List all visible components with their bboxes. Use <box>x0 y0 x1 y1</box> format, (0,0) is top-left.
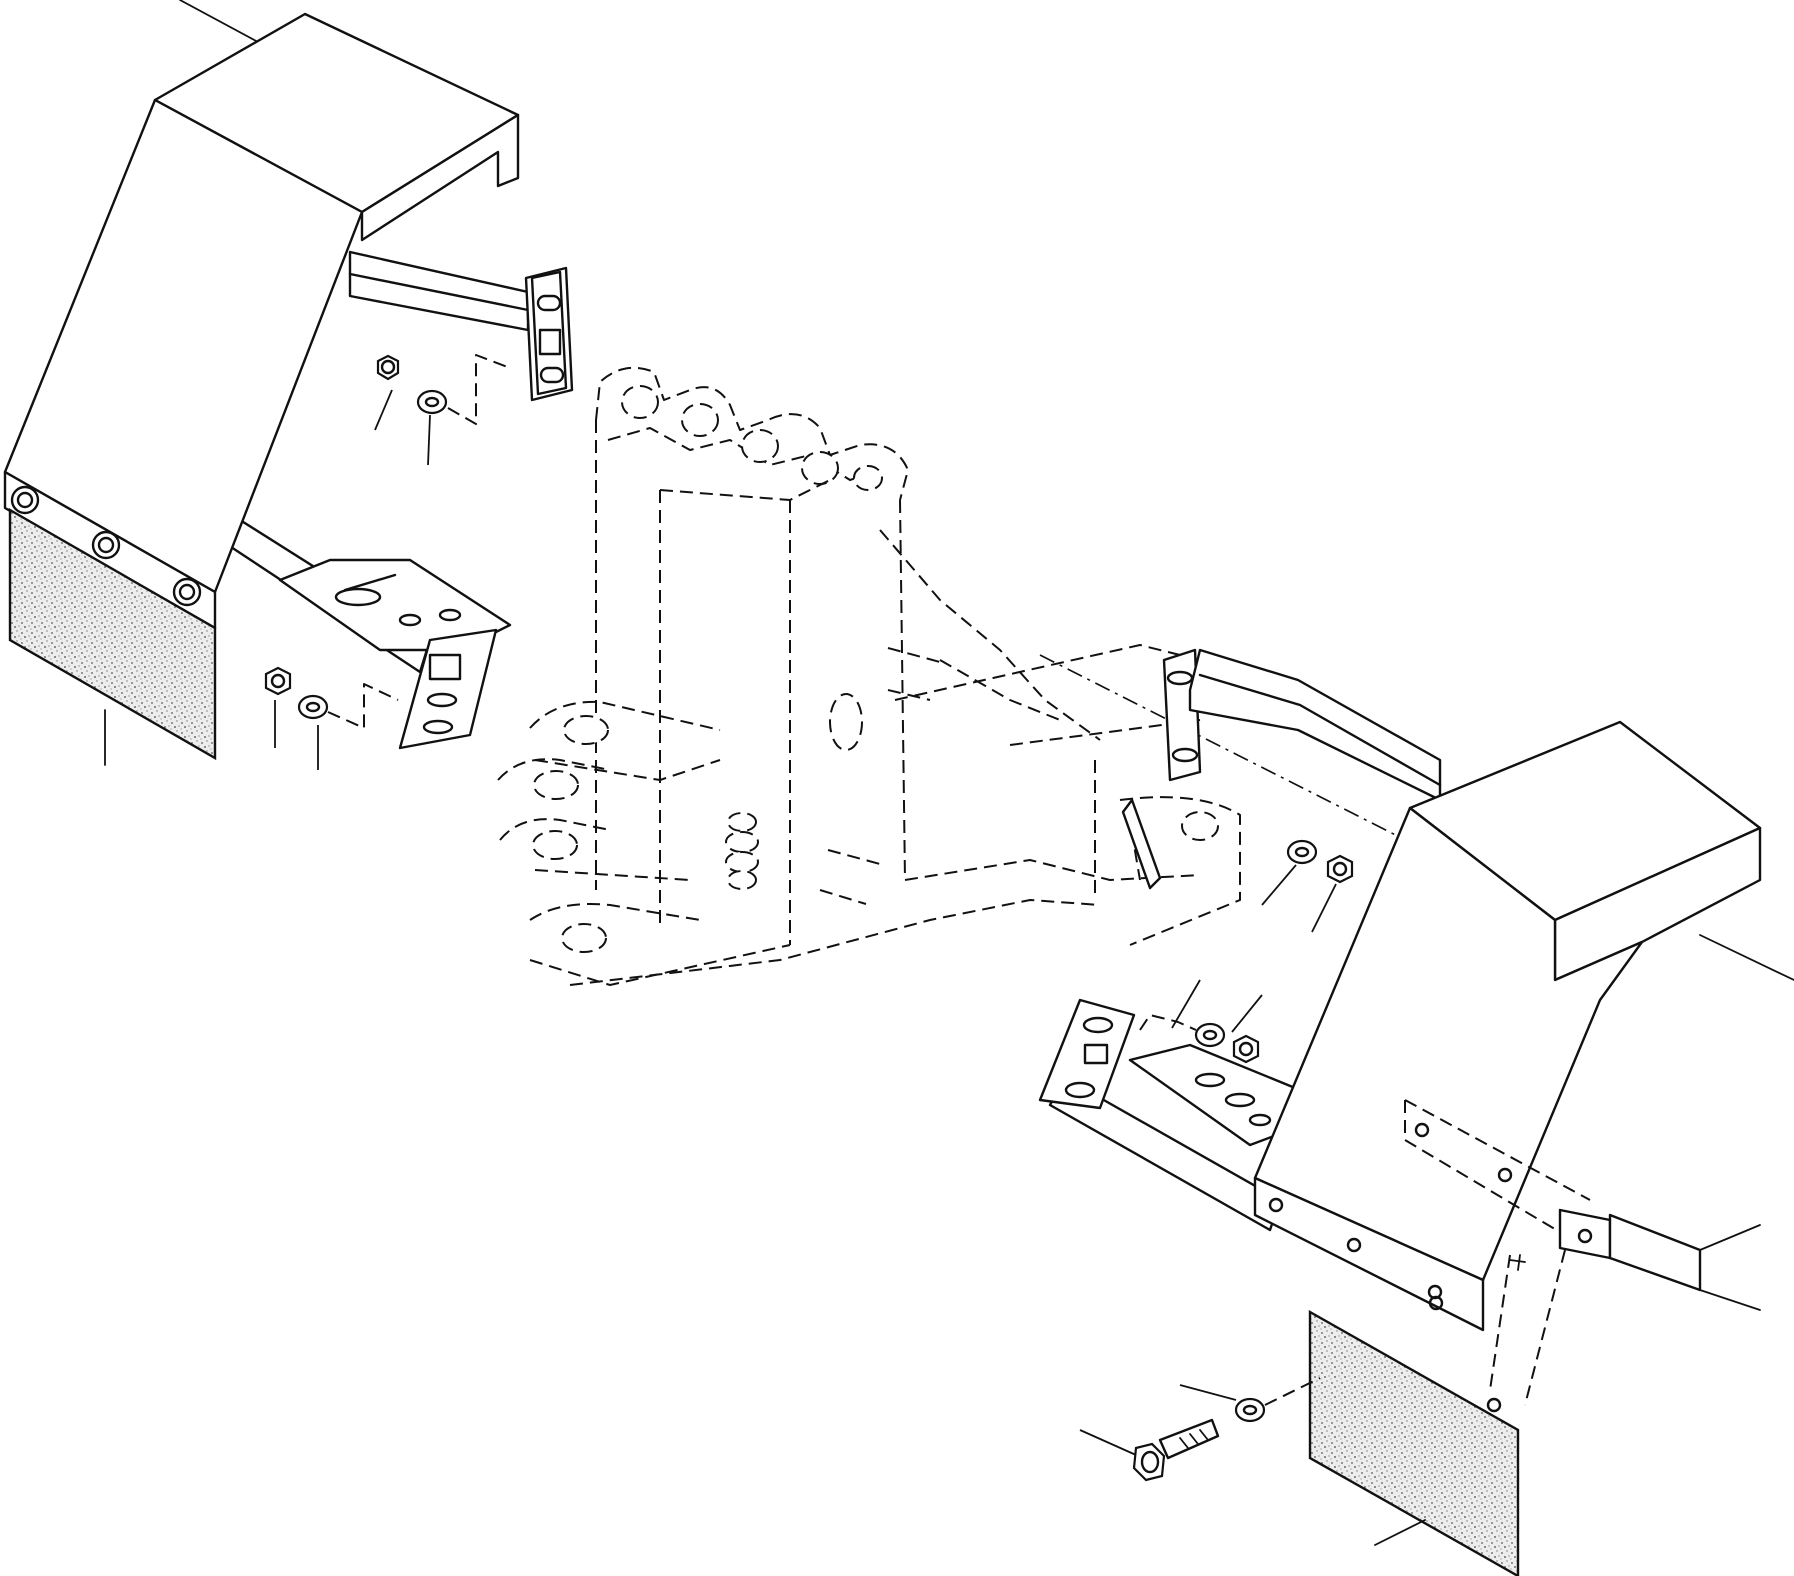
mud-flap-left <box>8 507 217 761</box>
right-mudguard-assembly <box>1038 648 1794 1576</box>
leader-line-left-top <box>179 0 259 43</box>
mud-flap-right <box>1308 1309 1520 1576</box>
hidden-mount-plate-right <box>1404 1099 1761 1311</box>
axle-centerline <box>1039 654 1446 861</box>
mudguard-left <box>3 12 520 630</box>
washer <box>1234 1397 1266 1423</box>
bolt <box>1132 1418 1220 1482</box>
mounting-bracket-right-lower <box>1038 998 1302 1232</box>
hardware-right-upper <box>1261 839 1354 933</box>
mounting-bracket-left-lower <box>226 518 512 750</box>
flap-hole-right-2 <box>1486 1397 1502 1413</box>
mounting-bracket-left-upper <box>348 250 574 402</box>
leader-line-flap-right <box>1374 1519 1426 1546</box>
hardware-left-lower <box>264 666 399 770</box>
mudguard-right <box>1253 720 1762 1332</box>
left-mudguard-assembly <box>3 0 574 770</box>
hardware-right-lower <box>1139 979 1263 1064</box>
hardware-left-upper <box>374 354 511 466</box>
mounting-bracket-right-upper <box>1162 648 1442 802</box>
flap-hole-right-1 <box>1428 1295 1444 1311</box>
axle-housing-dashed <box>497 366 1241 986</box>
reference-line-right <box>1699 934 1794 981</box>
bolt-and-washer <box>1079 1377 1321 1482</box>
